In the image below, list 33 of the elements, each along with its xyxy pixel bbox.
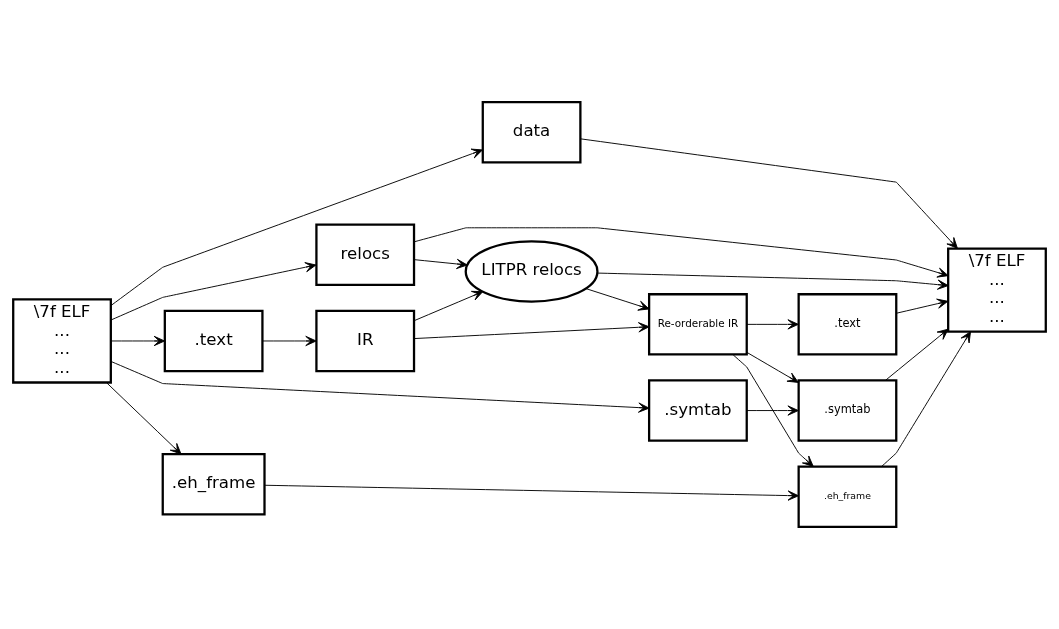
node-box: .eh_frame <box>797 465 898 528</box>
arrow <box>732 354 814 467</box>
arrow <box>264 484 799 501</box>
arrow <box>110 262 317 321</box>
arrow <box>746 351 799 383</box>
arrow <box>106 382 182 455</box>
arrow <box>895 298 949 314</box>
node-box: .symtab <box>797 379 898 442</box>
arrow <box>580 138 958 249</box>
node-box: relocs <box>315 223 416 287</box>
node-box: IR <box>315 309 416 373</box>
node-box: .eh_frame <box>161 453 266 516</box>
arrow <box>413 322 650 340</box>
arrow <box>413 258 468 270</box>
arrow <box>585 288 650 311</box>
arrow <box>110 360 650 413</box>
arrow <box>413 227 949 278</box>
arrow <box>885 328 949 381</box>
node-box: \7f ELF ... ... ... <box>12 298 112 384</box>
arrow <box>110 148 483 307</box>
node-box: data <box>481 101 582 164</box>
node-box: \7f ELF ... ... ... <box>947 247 1047 333</box>
arrow <box>881 331 971 467</box>
node-box: .symtab <box>648 379 748 442</box>
node-box: .text <box>163 309 264 373</box>
arrow <box>110 335 165 347</box>
arrow <box>746 319 799 330</box>
node-box: .text <box>797 293 898 356</box>
arrow <box>262 335 317 347</box>
node-box: Re-orderable IR <box>648 293 748 356</box>
arrow <box>413 290 484 322</box>
arrow <box>746 405 799 416</box>
arrow <box>596 272 949 290</box>
